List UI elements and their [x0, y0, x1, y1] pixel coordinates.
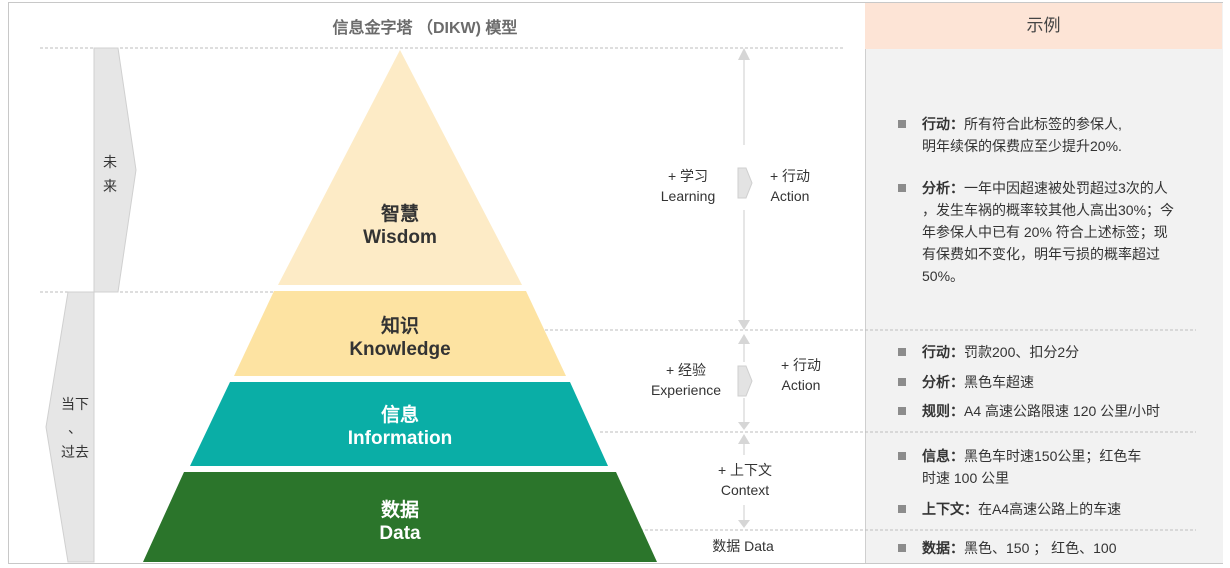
arrow-head-top: [738, 48, 750, 60]
example-key: 信息：: [922, 448, 964, 464]
knowledge-layer: [234, 291, 566, 376]
example-wisdom-analysis-line-1: 分析：一年中因超速被处罚超过3次的人: [922, 177, 1222, 199]
timeline-future-label: 未 来: [98, 150, 122, 198]
wisdom-layer: [278, 50, 522, 285]
data-layer: [143, 472, 657, 562]
transition-experience-line-2: Experience: [650, 382, 722, 398]
transition-action-top-line-2: Action: [770, 188, 810, 204]
transition-context: + 上下文 Context: [700, 460, 790, 500]
example-value: 在A4高速公路上的车速: [978, 501, 1122, 517]
wisdom-label-en: Wisdom: [363, 227, 437, 248]
knowledge-label-en: Knowledge: [349, 339, 451, 360]
example-value: 黑色车超速: [964, 374, 1034, 390]
timeline-future-line-2: 来: [103, 178, 117, 194]
example-key: 规则：: [922, 403, 964, 419]
example-information-info-line-1: 信息：黑色车时速150公里；红色车: [922, 445, 1212, 467]
bullet-icon: [898, 378, 906, 386]
example-key: 行动：: [922, 344, 964, 360]
timeline-present-line-2: 、: [68, 420, 82, 436]
timeline-present-line-3: 过去: [61, 444, 89, 460]
transition-data-label: 数据 Data: [712, 538, 774, 554]
transition-action-mid: + 行动 Action: [766, 355, 836, 395]
example-value: 罚款200、扣分2分: [964, 344, 1080, 360]
bullet-icon: [898, 505, 906, 513]
bullet-icon: [898, 407, 906, 415]
data-label-cn: 数据: [380, 500, 419, 521]
wisdom-label-cn: 智慧: [380, 204, 419, 225]
example-information-info-line-2: 时速 100 公里: [922, 470, 1010, 486]
example-key: 行动：: [922, 116, 964, 132]
transition-experience: + 经验 Experience: [640, 360, 732, 400]
example-value: A4 高速公路限速 120 公里/小时: [964, 403, 1161, 419]
transition-learning: + 学习 Learning: [648, 166, 728, 206]
information-label: 信息 Information: [300, 404, 500, 450]
bullet-icon: [898, 544, 906, 552]
transition-context-line-2: Context: [720, 482, 770, 498]
transition-action-top: + 行动 Action: [755, 166, 825, 206]
data-label: 数据 Data: [300, 499, 500, 545]
transition-action-top-line-1: + 行动: [769, 168, 811, 184]
wisdom-label: 智慧 Wisdom: [300, 203, 500, 249]
information-layer: [190, 382, 608, 466]
knowledge-label: 知识 Knowledge: [300, 315, 500, 361]
example-value: 黑色、150 ； 红色、100: [964, 540, 1117, 556]
transition-action-mid-line-2: Action: [781, 377, 821, 393]
transition-experience-line-1: + 经验: [665, 362, 707, 378]
arrow-head-wisdom-down: [738, 320, 750, 330]
example-wisdom-analysis-line-4: 有保费如不变化，明年亏损的概率超过: [922, 246, 1160, 262]
timeline-future-line-1: 未: [103, 154, 117, 170]
data-label-en: Data: [379, 523, 421, 544]
bullet-icon: [898, 184, 906, 192]
arrow-head-knowledge-down: [738, 422, 750, 430]
diagram-title: 信息金字塔 （DIKW) 模型: [332, 20, 518, 37]
transition-context-line-1: + 上下文: [717, 462, 773, 478]
examples-header: 示例: [865, 3, 1222, 49]
information-label-en: Information: [347, 428, 453, 449]
information-label-cn: 信息: [380, 405, 419, 426]
bullet-icon: [898, 348, 906, 356]
example-key: 数据：: [922, 540, 964, 556]
transition-chevron-top: [737, 167, 753, 199]
examples-panel: [865, 3, 1223, 563]
example-key: 上下文：: [922, 501, 978, 517]
example-value: 所有符合此标签的参保人,: [964, 116, 1122, 132]
example-key: 分析：: [922, 180, 964, 196]
present-chevron: [45, 291, 95, 563]
knowledge-label-cn: 知识: [380, 316, 419, 337]
example-wisdom-action-line-2: 明年续保的保费应至少提升20%.: [922, 138, 1122, 154]
example-wisdom-analysis-line-3: 年参保人中已有 20% 符合上述标签；现: [922, 224, 1168, 240]
timeline-present-label: 当下 、 过去: [52, 392, 98, 464]
example-key: 分析：: [922, 374, 964, 390]
example-wisdom-action-line-1: 行动：所有符合此标签的参保人,: [922, 113, 1192, 135]
example-value: 黑色车时速150公里；红色车: [964, 448, 1142, 464]
example-wisdom-analysis-line-5: 50%。: [922, 268, 965, 284]
transition-learning-line-1: + 学习: [667, 168, 709, 184]
arrow-head-information-up: [738, 434, 750, 444]
example-value: 一年中因超速被处罚超过3次的人: [964, 180, 1168, 196]
transition-action-mid-line-1: + 行动: [780, 357, 822, 373]
transition-learning-line-2: Learning: [660, 188, 716, 204]
arrow-head-knowledge-up: [738, 334, 750, 344]
transition-chevron-mid: [737, 365, 753, 397]
example-wisdom-analysis-line-2: ，发生车祸的概率较其他人高出30%；今: [922, 202, 1175, 218]
timeline-present-line-1: 当下: [61, 396, 89, 412]
future-chevron: [93, 47, 137, 293]
arrow-head-data-down: [738, 520, 750, 528]
bullet-icon: [898, 120, 906, 128]
bullet-icon: [898, 452, 906, 460]
